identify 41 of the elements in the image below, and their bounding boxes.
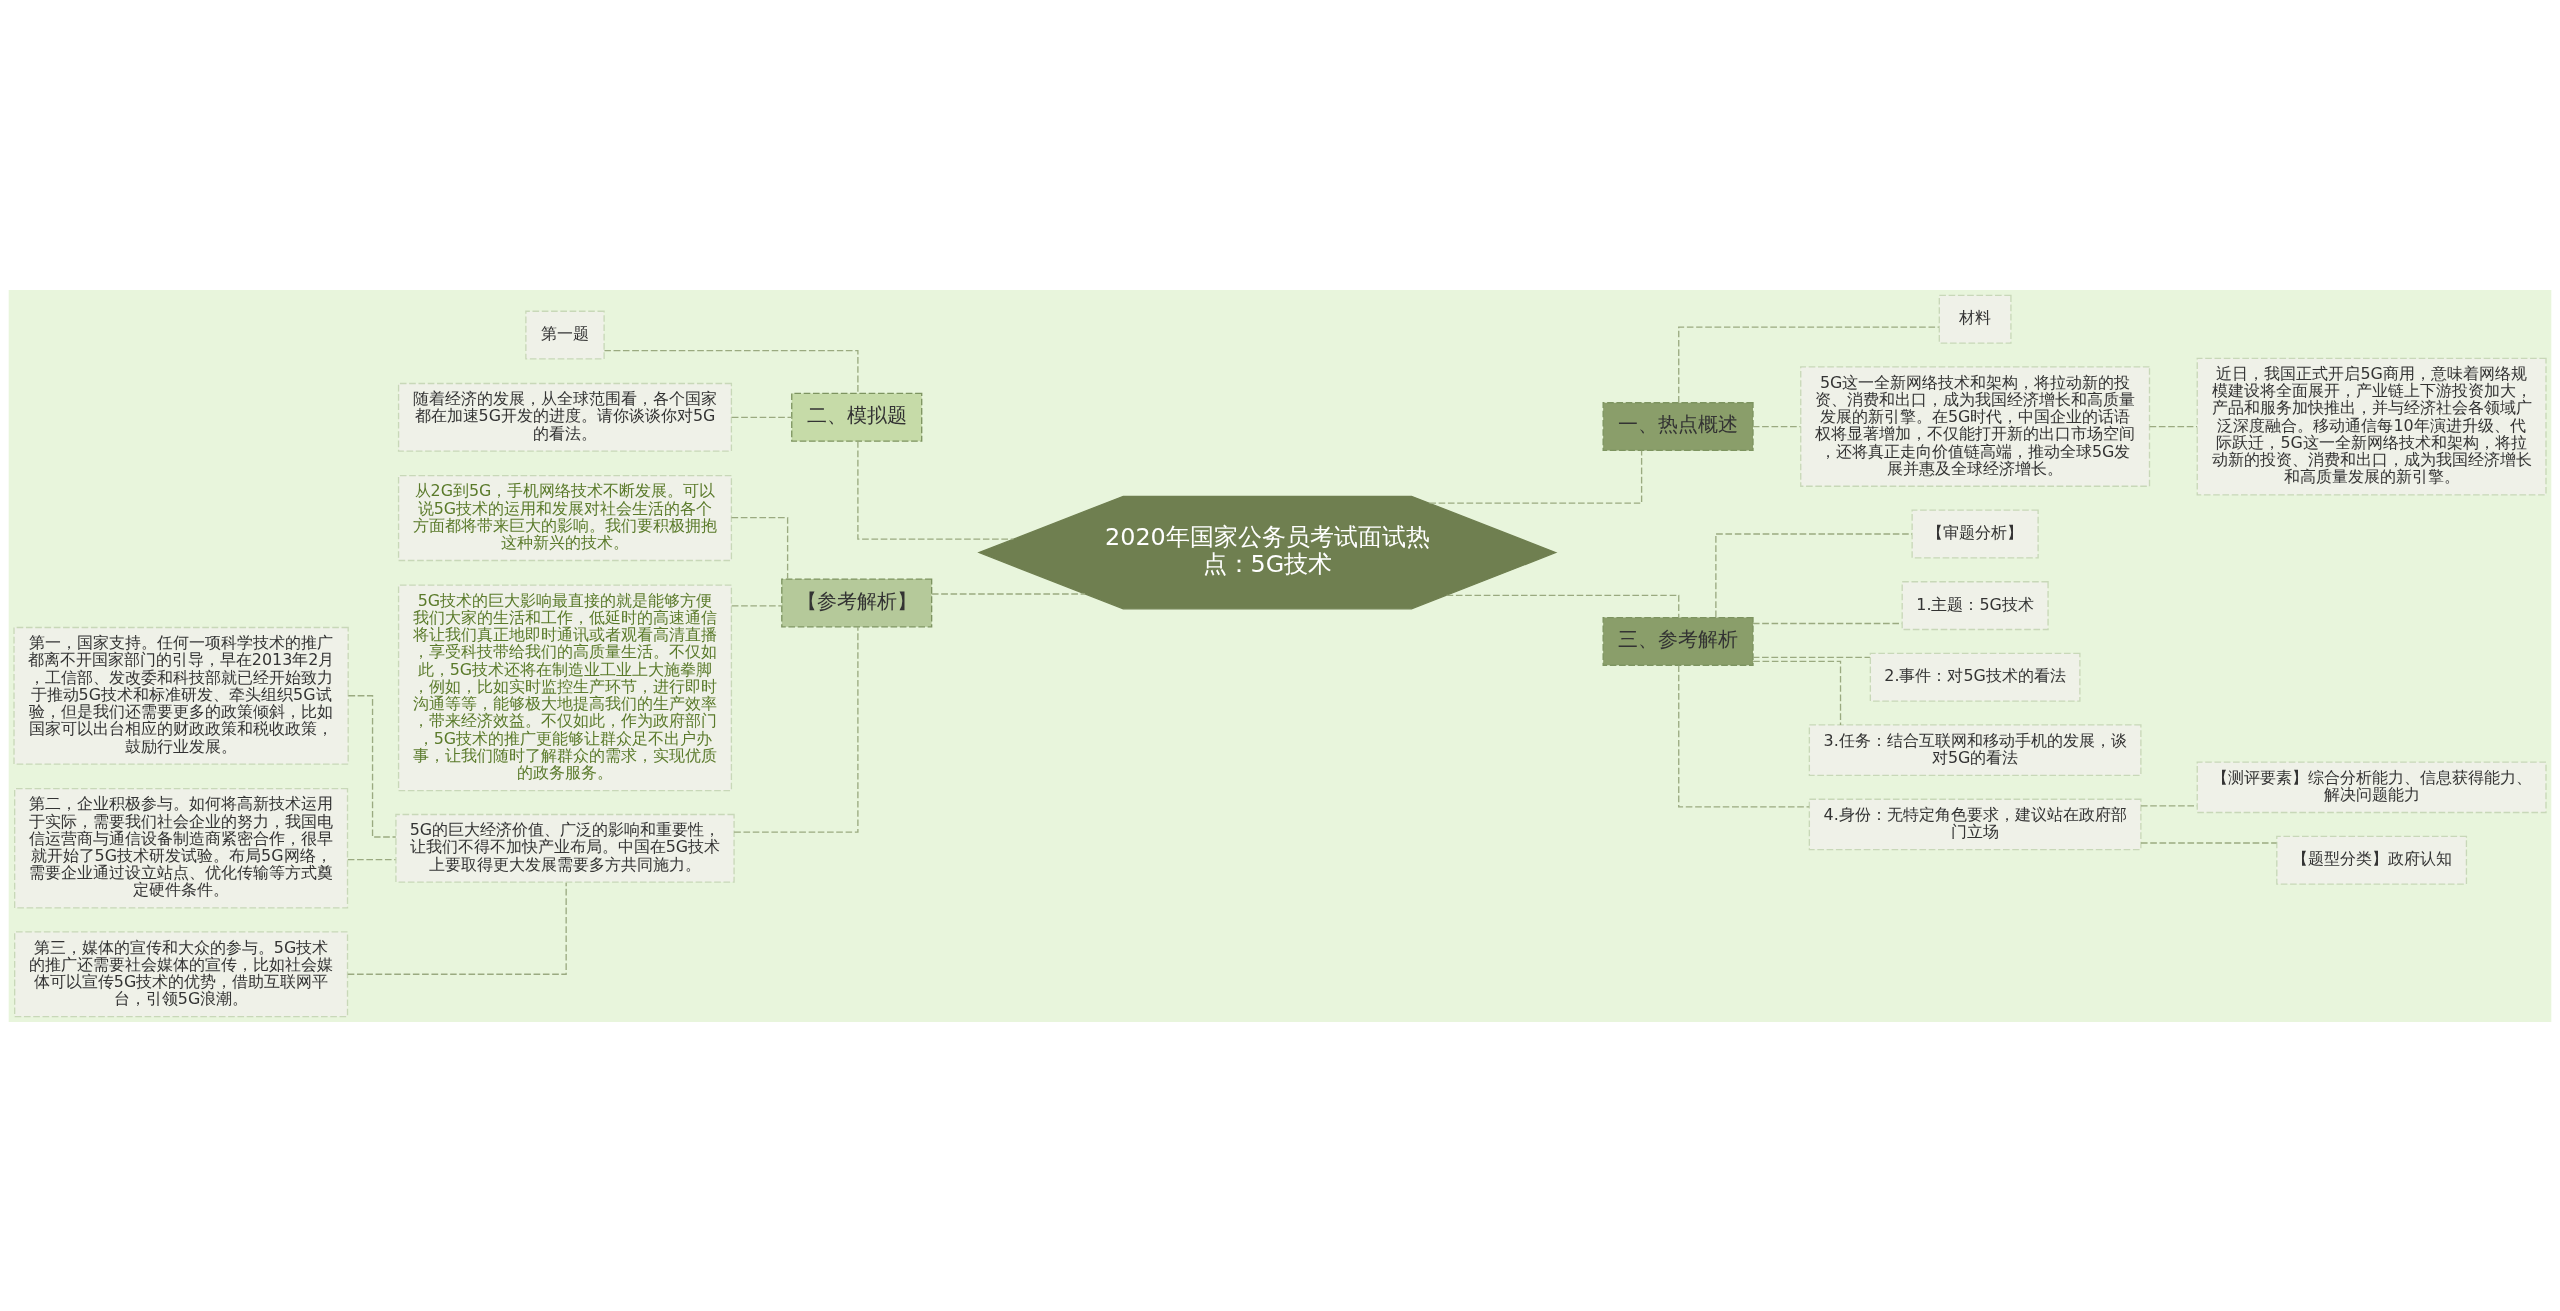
connector	[1445, 594, 1680, 618]
node-box: 【测评要素】综合分析能力、信息获得能力、解决问题能力	[2196, 760, 2547, 813]
node-box: 一、热点概述	[1602, 401, 1754, 451]
connector	[2140, 841, 2278, 844]
node-box: 1.主题：5G技术	[1901, 580, 2049, 630]
node-box: 第二，企业积极参与。如何将高新技术运用于实际，需要我们社会企业的努力，我国电信运营商与通信设备制造商紧密合作，很早就开始了5G技术研发试验。布局5G网络，需要企业通过设立站点、优化传输等方式奠定硬件条件。	[14, 787, 349, 909]
node-box: 2.事件：对5G技术的看法	[1869, 652, 2081, 702]
node-box: 第一题	[525, 310, 605, 360]
connector	[931, 592, 1086, 595]
node-box: 从2G到5G，手机网络技术不断发展。可以说5G技术的运用和发展对社会生活的各个方面都将带来巨大的影响。我们要积极拥抱这种新兴的技术。	[397, 474, 733, 561]
connector	[730, 516, 789, 579]
node-box: 4.身份：无特定角色要求，建议站在政府部门立场	[1808, 798, 2142, 850]
connector	[1715, 532, 1913, 618]
node-box: 5G这一全新网络技术和架构，将拉动新的投资、消费和出口，成为我国经济增长和高质量发展的新引擎。在5G时代，中国企业的话语权将显著增加，不仅能打开新的出口市场空间，还将真正走向价值链高端，推动全球5G发展并惠及全球经济增长。	[1800, 365, 2151, 487]
node-box: 二、模拟题	[791, 392, 923, 442]
node-box: 【题型分类】政府认知	[2276, 835, 2468, 885]
connector	[1678, 664, 1810, 807]
node-box: 【参考解析】	[781, 577, 933, 627]
node-box: 材料	[1938, 294, 2012, 344]
connector	[347, 858, 397, 860]
connector	[1678, 325, 1940, 403]
connector	[1752, 425, 1802, 427]
node-box: 第三，媒体的宣传和大众的参与。5G技术的推广还需要社会媒体的宣传，比如社会媒体可以宣传5G技术的优势，借助互联网平台，引领5G浪潮。	[14, 930, 349, 1017]
connector	[733, 625, 859, 833]
connector	[603, 349, 859, 394]
node-box: 随着经济的发展，从全球范围看，各个国家都在加速5G开发的进度。请你谈谈你对5G的看法。	[397, 382, 733, 452]
connector	[1428, 449, 1643, 504]
node-box: 近日，我国正式开启5G商用，意味着网络规模建设将全面展开，产业链上下游投资加大，产品和服务加快推出，并与经济社会各领域广泛深度融合。移动通信每10年演进升级、代际跃迁，5G这一全新网络技术和架构，将拉动新的投资、消费和出口，成为我国经济增长和高质量发展的新引擎。	[2196, 357, 2547, 496]
node-box: 【审题分析】	[1911, 508, 2039, 559]
connector	[2148, 425, 2198, 427]
connector	[1752, 660, 1842, 726]
node-box: 3.任务：结合互联网和移动手机的发展，谈对5G的看法	[1808, 723, 2142, 776]
node-box: 5G技术的巨大影响最直接的就是能够方便我们大家的生活和工作，低延时的高速通信将让我们真正地即时通讯或者观看高清直播，享受科技带给我们的高质量生活。不仅如此，5G技术还将在制造业工业上大施拳脚，例如，比如实时监控生产环节，进行即时沟通等等，能够极大地提高我们的生产效率，带来经济效益。不仅如此，作为政府部门，5G技术的推广更能够让群众足不出户办事，让我们随时了解群众的需求，实现优质的政务服务。	[397, 583, 733, 791]
node-box: 5G的巨大经济价值、广泛的影响和重要性，让我们不得不加快产业布局。中国在5G技术上要取得更大发展需要多方共同施力。	[395, 813, 735, 883]
connector	[731, 604, 783, 607]
connector	[1752, 656, 1871, 658]
connector	[347, 881, 567, 975]
connector	[731, 416, 793, 418]
node-box: 第一，国家支持。任何一项科学技术的推广都离不开国家部门的引导，早在2013年2月，工信部、发改委和科技部就已经开始致力于推动5G技术和标准研发、牵头组织5G试验，但是我们还需要更多的政策倾斜，比如国家可以出台相应的财政政策和税收政策，鼓励行业发展。	[13, 626, 349, 765]
connector	[857, 440, 1014, 540]
node-box: 三、参考解析	[1602, 616, 1754, 666]
